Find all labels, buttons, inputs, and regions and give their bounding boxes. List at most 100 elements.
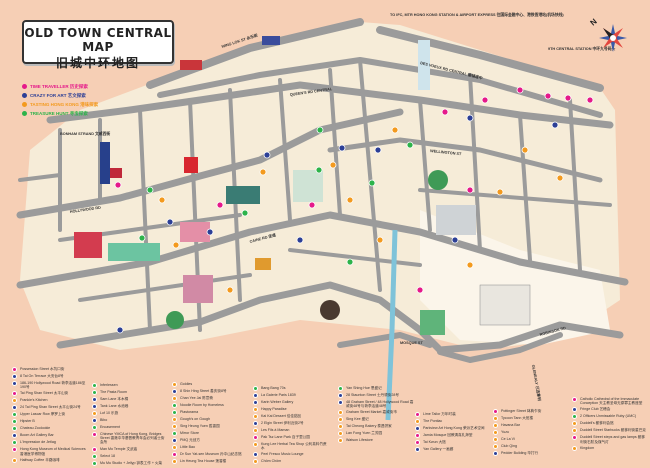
index-item[interactable]: Sam Lane 本木棉 xyxy=(92,397,168,402)
index-item[interactable]: Duddell Street Starbucks 都爹利街星巴克 xyxy=(572,428,648,434)
index-item[interactable]: Happy Paradise xyxy=(253,407,329,412)
index-item[interactable]: Sing Heung Yuen 胜香园 xyxy=(172,424,248,429)
index-item[interactable]: L'Impression de Jetlag xyxy=(12,440,88,446)
index-item[interactable]: Ce La Vi xyxy=(493,437,569,442)
index-item[interactable]: Tai Cheong Bakery 泰昌饼家 xyxy=(338,424,414,430)
poi-marker[interactable] xyxy=(374,146,382,154)
index-item[interactable]: 28 Staunton Street 士丹顿街28号 xyxy=(338,393,414,398)
index-item[interactable]: Gough's on Gough xyxy=(172,417,248,422)
poi-marker[interactable] xyxy=(116,326,124,334)
index-item[interactable]: Karin Weber Gallery xyxy=(253,400,329,405)
poi-marker[interactable] xyxy=(263,151,271,159)
index-item[interactable]: Parkview Art Hong Kong 荣派艺术空间 xyxy=(415,426,491,431)
index-item[interactable]: Lan Fong Yuen 兰芳园 xyxy=(338,431,414,437)
poi-marker[interactable] xyxy=(241,209,249,217)
index-item[interactable]: Hipster B xyxy=(12,419,88,425)
poi-marker[interactable] xyxy=(138,234,146,242)
index-item[interactable]: Havana Bar xyxy=(493,423,569,428)
poi-marker[interactable] xyxy=(346,196,354,204)
index-item[interactable]: Kingdom xyxy=(572,445,648,451)
poi-marker[interactable] xyxy=(466,114,474,122)
poi-marker[interactable] xyxy=(406,141,414,149)
poi-marker[interactable] xyxy=(521,146,529,154)
poi-marker[interactable] xyxy=(216,201,224,209)
index-item[interactable]: Tai Ping Shan Street 太平山街 xyxy=(12,391,88,397)
poi-marker[interactable] xyxy=(158,196,166,204)
index-item[interactable]: 8 Shin Hing Street 善庆街8号 xyxy=(172,389,248,394)
index-item[interactable]: Pottinger Street 砵典乍街 xyxy=(493,409,569,414)
index-item[interactable]: Chateau Zoolookie xyxy=(12,426,88,432)
index-item[interactable]: Man Mo Temple 文武庙 xyxy=(92,446,168,452)
index-item[interactable]: 8 Tai On Terrace 大安台8号 xyxy=(12,374,88,379)
index-item[interactable]: Pak Tsz Lane Park 百子里公园 xyxy=(253,435,329,440)
poi-marker[interactable] xyxy=(451,236,459,244)
index-item[interactable]: 2 Elgin Street 伊利近街2号 xyxy=(253,421,329,426)
index-item[interactable]: Chôm Chôm xyxy=(253,459,329,465)
poi-marker[interactable] xyxy=(466,261,474,269)
poi-marker[interactable] xyxy=(466,186,474,194)
poi-marker[interactable] xyxy=(441,108,449,116)
poi-marker[interactable] xyxy=(516,86,524,94)
index-item[interactable]: Yan Shing Hue 恩盛记 xyxy=(338,386,414,391)
index-item[interactable]: Mu Mu Studio + Jellyp 钟表工作 + 火柴 xyxy=(92,460,168,466)
index-item[interactable]: Yuzu xyxy=(493,430,569,435)
index-item[interactable]: The Pasta Room xyxy=(92,390,168,395)
index-item[interactable]: Yan Gallery 一画廊 xyxy=(415,447,491,452)
poi-marker[interactable] xyxy=(114,181,122,189)
index-item[interactable]: Plastorama xyxy=(172,410,248,415)
index-item[interactable]: The Pontiac xyxy=(415,419,491,424)
poi-marker[interactable] xyxy=(376,236,384,244)
poi-marker[interactable] xyxy=(481,96,489,104)
index-item[interactable]: La Galerie Paris 1839 xyxy=(253,393,329,398)
index-item[interactable]: Lime Tailor 万年时装 xyxy=(415,412,491,417)
poi-marker[interactable] xyxy=(564,94,572,102)
index-item[interactable]: Mirror Store xyxy=(172,431,248,436)
poi-marker[interactable] xyxy=(315,166,323,174)
index-item[interactable]: Fringe Club 艺穗会 xyxy=(572,407,648,413)
index-item[interactable]: Inferlessen xyxy=(92,383,168,388)
index-item[interactable]: Frankie's Kitchen xyxy=(12,398,88,404)
poi-marker[interactable] xyxy=(338,144,346,152)
index-item[interactable]: 2 Officers Unmissable Ruby (UMC) xyxy=(572,414,648,420)
poi-marker[interactable] xyxy=(172,241,180,249)
poi-marker[interactable] xyxy=(556,174,564,182)
poi-marker[interactable] xyxy=(496,188,504,196)
index-item[interactable]: Dr Sun Yat-sen Museum 孙中山纪念馆 xyxy=(172,452,248,457)
poi-marker[interactable] xyxy=(296,236,304,244)
index-item[interactable]: Bang Bang 70s xyxy=(253,386,329,391)
index-item[interactable]: Club Qing xyxy=(493,444,569,449)
poi-marker[interactable] xyxy=(206,228,214,236)
poi-marker[interactable] xyxy=(586,96,594,104)
index-item[interactable]: Possession Street 水坑口街 xyxy=(12,367,88,372)
index-item[interactable]: Little Bao xyxy=(172,445,248,450)
poi-marker[interactable] xyxy=(166,218,174,226)
index-item[interactable]: Kai Kai Dessert 佳佳甜品 xyxy=(253,414,329,419)
index-item[interactable]: Goldies xyxy=(172,382,248,387)
index-item[interactable]: Peel Fresco Music Lounge xyxy=(253,452,329,458)
index-item[interactable]: 24 Tai Ping Shan Street 太平山街24号 xyxy=(12,405,88,411)
poi-marker[interactable] xyxy=(391,126,399,134)
index-item[interactable]: Tai Kwun 大馆 xyxy=(415,440,491,445)
index-item[interactable]: 186-190 Hollywood Road 荷李活道186至190号 xyxy=(12,381,88,389)
index-item[interactable]: Sing Kee 盛记 xyxy=(338,417,414,423)
index-item[interactable]: Bibo xyxy=(92,418,168,423)
index-item[interactable]: Tycoon Tann 大班楼 xyxy=(493,416,569,421)
poi-marker[interactable] xyxy=(146,186,154,194)
poi-marker[interactable] xyxy=(226,286,234,294)
index-item[interactable]: Watson Lifestore xyxy=(338,438,414,444)
index-item[interactable]: Chan Yee Jai 陈意斋 xyxy=(172,396,248,401)
index-item[interactable]: Upper Lascar Row 摩罗上街 xyxy=(12,412,88,418)
index-item[interactable]: Duddell's 都爹利会馆 xyxy=(572,421,648,427)
poi-marker[interactable] xyxy=(308,201,316,209)
index-item[interactable]: PMQ 元创方 xyxy=(172,438,248,443)
index-item[interactable]: Graham Street Market 嘉咸街市 xyxy=(338,410,414,416)
index-item[interactable]: Select 18 xyxy=(92,453,168,459)
index-item[interactable]: Duddell Street steps and gas lamps 都爹利街石… xyxy=(572,435,648,444)
index-item[interactable]: Les Fils à Maman xyxy=(253,428,329,433)
index-item[interactable]: Halfway Coffee 半路咖啡 xyxy=(12,457,88,463)
poi-marker[interactable] xyxy=(329,161,337,169)
index-item[interactable]: Lof 10 乐旅 xyxy=(92,411,168,416)
index-item[interactable]: Pedder Building 毕打行 xyxy=(493,451,569,456)
poi-marker[interactable] xyxy=(346,258,354,266)
